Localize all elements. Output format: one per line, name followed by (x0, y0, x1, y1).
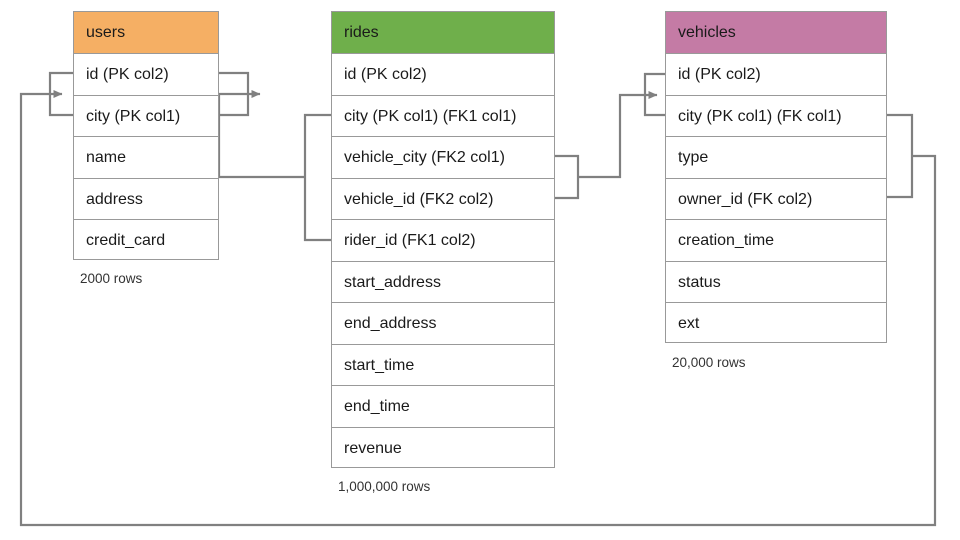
connector-users-target-bracket-left (48, 71, 73, 117)
entity-rides[interactable]: rides id (PK col2) city (PK col1) (FK1 c… (331, 11, 555, 468)
entity-vehicles[interactable]: vehicles id (PK col2) city (PK col1) (FK… (665, 11, 887, 343)
entity-users-field-id: id (PK col2) (74, 54, 218, 96)
entity-vehicles-field-type: type (666, 137, 886, 179)
connector-vehicles-target-bracket-left (643, 72, 665, 117)
entity-users-row-count: 2000 rows (80, 271, 143, 286)
entity-vehicles-field-owner-id: owner_id (FK col2) (666, 179, 886, 220)
entity-vehicles-row-count: 20,000 rows (672, 355, 746, 370)
entity-rides-field-start-address: start_address (332, 262, 554, 303)
entity-rides-field-vehicle-id: vehicle_id (FK2 col2) (332, 179, 554, 220)
entity-users-field-address: address (74, 179, 218, 220)
entity-rides-field-end-time: end_time (332, 386, 554, 428)
entity-rides-field-revenue: revenue (344, 439, 402, 457)
entity-vehicles-title: vehicles (666, 12, 886, 54)
entity-vehicles-field-ext: ext (678, 315, 700, 332)
entity-rides-title: rides (332, 12, 554, 54)
entity-users-field-city: city (PK col1) (74, 96, 218, 137)
connector-rides-fk1-to-users-source-bracket (303, 113, 331, 242)
connector-rides-fk2-to-vehicles-path (578, 91, 658, 179)
connector-rides-fk2-to-vehicles-source-bracket (555, 154, 580, 200)
entity-vehicles-field-id: id (PK col2) (666, 54, 886, 96)
connector-users-target-bracket-right (219, 71, 250, 117)
entity-vehicles-field-city: city (PK col1) (FK col1) (666, 96, 886, 137)
entity-users-title: users (74, 12, 218, 54)
entity-rides-field-id: id (PK col2) (332, 54, 554, 96)
entity-users[interactable]: users id (PK col2) city (PK col1) name a… (73, 11, 219, 260)
entity-rides-field-rider-id: rider_id (FK1 col2) (332, 220, 554, 262)
entity-vehicles-field-status: status (666, 262, 886, 303)
entity-rides-field-city: city (PK col1) (FK1 col1) (332, 96, 554, 137)
entity-users-field-credit-card: credit_card (86, 232, 166, 249)
entity-rides-field-end-address: end_address (332, 303, 554, 345)
entity-rides-field-vehicle-city: vehicle_city (FK2 col1) (332, 137, 554, 179)
entity-users-field-name: name (74, 137, 218, 179)
entity-vehicles-field-creation-time: creation_time (666, 220, 886, 262)
connector-rides-fk1-to-users-path (217, 90, 305, 179)
entity-rides-field-start-time: start_time (332, 345, 554, 386)
entity-rides-row-count: 1,000,000 rows (338, 479, 431, 494)
connector-vehicles-fk-to-users-source-bracket (887, 113, 914, 199)
